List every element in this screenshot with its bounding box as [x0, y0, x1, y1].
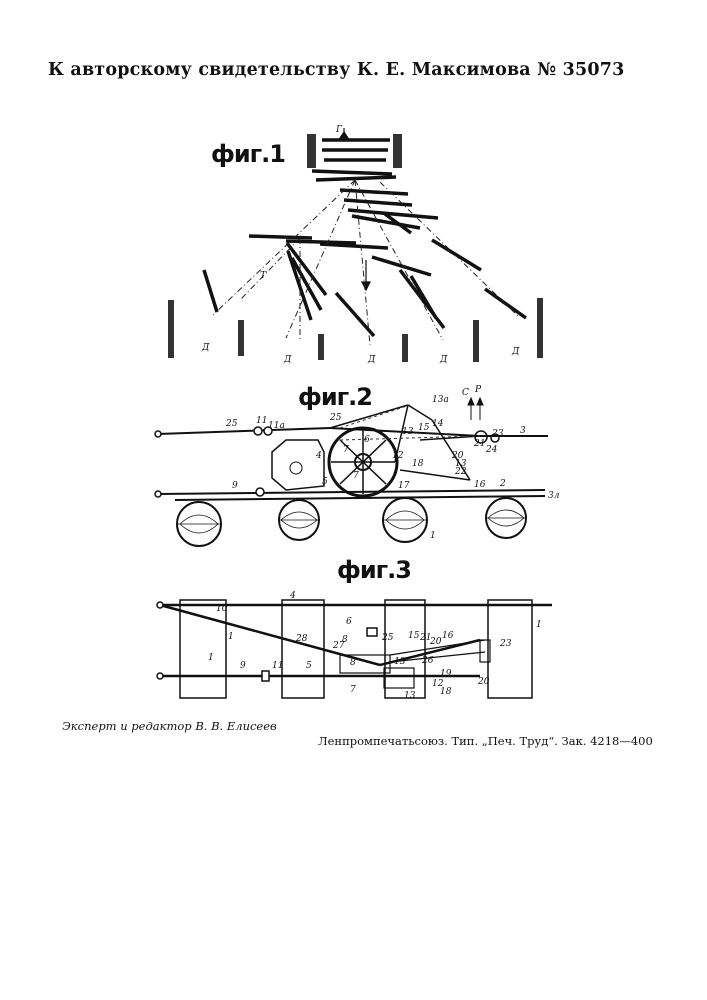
posts [168, 298, 543, 362]
svg-text:25: 25 [381, 633, 394, 643]
editor-name: В. В. Елисеев [195, 719, 276, 733]
svg-text:6: 6 [346, 617, 352, 627]
svg-text:15: 15 [408, 631, 420, 641]
svg-text:16: 16 [474, 480, 486, 490]
svg-text:12: 12 [432, 679, 444, 689]
svg-text:13: 13 [404, 691, 416, 701]
fig3-label: фиг.3 [337, 556, 411, 584]
svg-text:1: 1 [430, 531, 436, 541]
svg-text:1: 1 [536, 620, 542, 630]
letter-d5: Д [511, 347, 520, 357]
svg-text:22: 22 [454, 467, 467, 477]
editor-credit: Эксперт и редактор В. В. Елисеев [62, 719, 277, 733]
svg-text:5: 5 [322, 477, 328, 487]
svg-text:P: P [474, 385, 482, 395]
svg-text:21: 21 [473, 439, 485, 449]
main-wheel [329, 428, 397, 496]
fig3-drawing: 10 4 1 28 6 8 27 25 15 21 20 16 23 1 9 1… [0, 590, 707, 710]
svg-text:12: 12 [392, 451, 404, 461]
svg-text:28: 28 [295, 634, 308, 644]
roller-right [393, 134, 402, 168]
svg-text:6: 6 [364, 435, 370, 445]
svg-text:11: 11 [256, 416, 267, 426]
svg-text:9: 9 [232, 481, 238, 491]
fig1-mid-letter: Т [260, 271, 267, 281]
svg-text:10: 10 [216, 604, 228, 614]
letter-d2: Д [283, 355, 292, 365]
roller-left [307, 134, 316, 168]
svg-text:25: 25 [329, 413, 342, 423]
svg-text:14: 14 [432, 419, 444, 429]
svg-text:17: 17 [398, 481, 410, 491]
svg-text:1: 1 [208, 653, 214, 663]
svg-text:13: 13 [394, 657, 406, 667]
svg-text:20: 20 [429, 637, 442, 647]
svg-text:18: 18 [412, 459, 424, 469]
svg-text:7: 7 [353, 471, 359, 481]
fig3-cables [160, 605, 552, 676]
svg-text:23: 23 [491, 429, 504, 439]
svg-text:9: 9 [240, 661, 246, 671]
svg-text:25: 25 [225, 419, 238, 429]
log-stack [204, 140, 526, 336]
fig1-drawing: Г Т Д Д Д Д Д [0, 120, 707, 370]
svg-text:4: 4 [315, 451, 322, 461]
fig3-mechanism [340, 640, 490, 688]
svg-text:20: 20 [477, 677, 490, 687]
printer-credit: Ленпромпечатьсоюз. Тип. „Печ. Труд“. Зак… [318, 734, 653, 748]
gearbox [272, 440, 324, 490]
letter-d1: Д [201, 343, 210, 353]
svg-text:13а: 13а [432, 395, 449, 405]
svg-text:11: 11 [272, 661, 283, 671]
svg-text:23: 23 [499, 639, 512, 649]
svg-text:3л: 3л [548, 491, 560, 501]
svg-text:13: 13 [402, 427, 414, 437]
fig2-drawing: 25 11 11а 25 13а C P 14 13 15 21 23 3 4 … [0, 380, 707, 550]
svg-text:7: 7 [350, 685, 356, 695]
editor-prefix: Эксперт и редактор [62, 719, 192, 733]
svg-text:1: 1 [228, 632, 234, 642]
svg-text:19: 19 [440, 669, 452, 679]
svg-text:24: 24 [485, 445, 498, 455]
svg-text:15: 15 [418, 423, 430, 433]
log-wheels [177, 498, 526, 546]
svg-text:7: 7 [343, 445, 349, 455]
letter-d3: Д [367, 355, 376, 365]
letter-d4: Д [439, 355, 448, 365]
bottom-letters: Д Д Д Д Д [201, 343, 520, 365]
svg-text:2: 2 [499, 479, 506, 489]
svg-text:26: 26 [421, 656, 434, 666]
svg-text:8: 8 [350, 658, 356, 668]
svg-text:27: 27 [332, 641, 345, 651]
svg-text:16: 16 [442, 631, 454, 641]
patent-header: К авторскому свидетельству К. Е. Максимо… [48, 60, 668, 80]
svg-text:C: C [462, 388, 469, 398]
fig3-part-numbers: 10 4 1 28 6 8 27 25 15 21 20 16 23 1 9 1… [208, 591, 542, 701]
svg-text:4: 4 [289, 591, 296, 601]
svg-text:5: 5 [306, 661, 312, 671]
svg-text:11а: 11а [268, 421, 285, 431]
svg-text:3: 3 [520, 426, 526, 436]
fig1-top-letter: Г [335, 125, 343, 135]
